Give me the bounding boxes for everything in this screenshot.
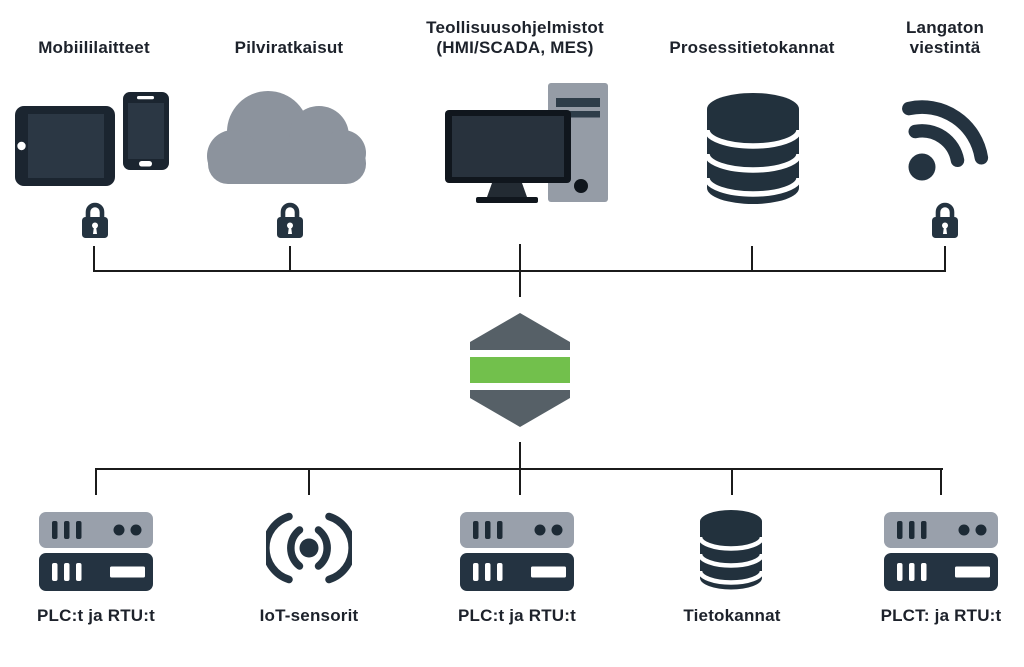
label-process-databases: Prosessitietokannat [632,17,872,58]
label-wireless-communication: Langaton viestintä [825,17,1024,58]
connector-line [940,468,942,495]
firewall-hexagon-icon [470,313,570,427]
label-text-line1: Teollisuusohjelmistot [426,18,604,37]
connector-line [751,246,753,272]
connector-line [289,246,291,272]
label-text-line2: (HMI/SCADA, MES) [436,38,594,57]
server-rack-icon [39,512,153,591]
label-text: PLC:t ja RTU:t [457,606,576,625]
label-text: Prosessitietokannat [669,38,835,57]
lock-icon [82,202,108,238]
label-text: IoT-sensorit [259,606,359,625]
label-industrial-software: Teollisuusohjelmistot (HMI/SCADA, MES) [395,17,635,58]
desktop-computer-icon [445,83,608,203]
connector-line-to-firewall [519,244,521,297]
bottom-bus-line [96,468,943,470]
database-icon [706,93,800,204]
server-rack-icon [884,512,998,591]
lock-icon [277,202,303,238]
database-icon [699,510,763,590]
lock-icon [932,202,958,238]
label-databases: Tietokannat [622,606,842,626]
wireless-signal-icon [902,100,989,181]
iot-sensor-icon [266,512,352,584]
connector-line [944,246,946,272]
label-mobile-devices: Mobiililaitteet [0,17,214,58]
label-text: Tietokannat [683,606,781,625]
connector-line [95,468,97,495]
cloud-icon [207,91,366,184]
connector-line [93,246,95,272]
label-text-line2: viestintä [909,38,981,57]
label-iot-sensors: IoT-sensorit [199,606,419,626]
connector-line [731,468,733,495]
tablet-and-phone-icon [15,92,169,186]
label-text: Pilviratkaisut [234,38,344,57]
label-plc-rtu-2: PLC:t ja RTU:t [407,606,627,626]
label-text-line1: Langaton [905,18,985,37]
label-text: PLCT: ja RTU:t [880,606,1002,625]
label-cloud-solutions: Pilviratkaisut [169,17,409,58]
server-rack-icon [460,512,574,591]
label-plc-rtu-1: PLC:t ja RTU:t [0,606,206,626]
label-text: Mobiililaitteet [38,38,150,57]
label-text: PLC:t ja RTU:t [36,606,155,625]
label-plc-rtu-3: PLCT: ja RTU:t [831,606,1024,626]
connector-line [308,468,310,495]
